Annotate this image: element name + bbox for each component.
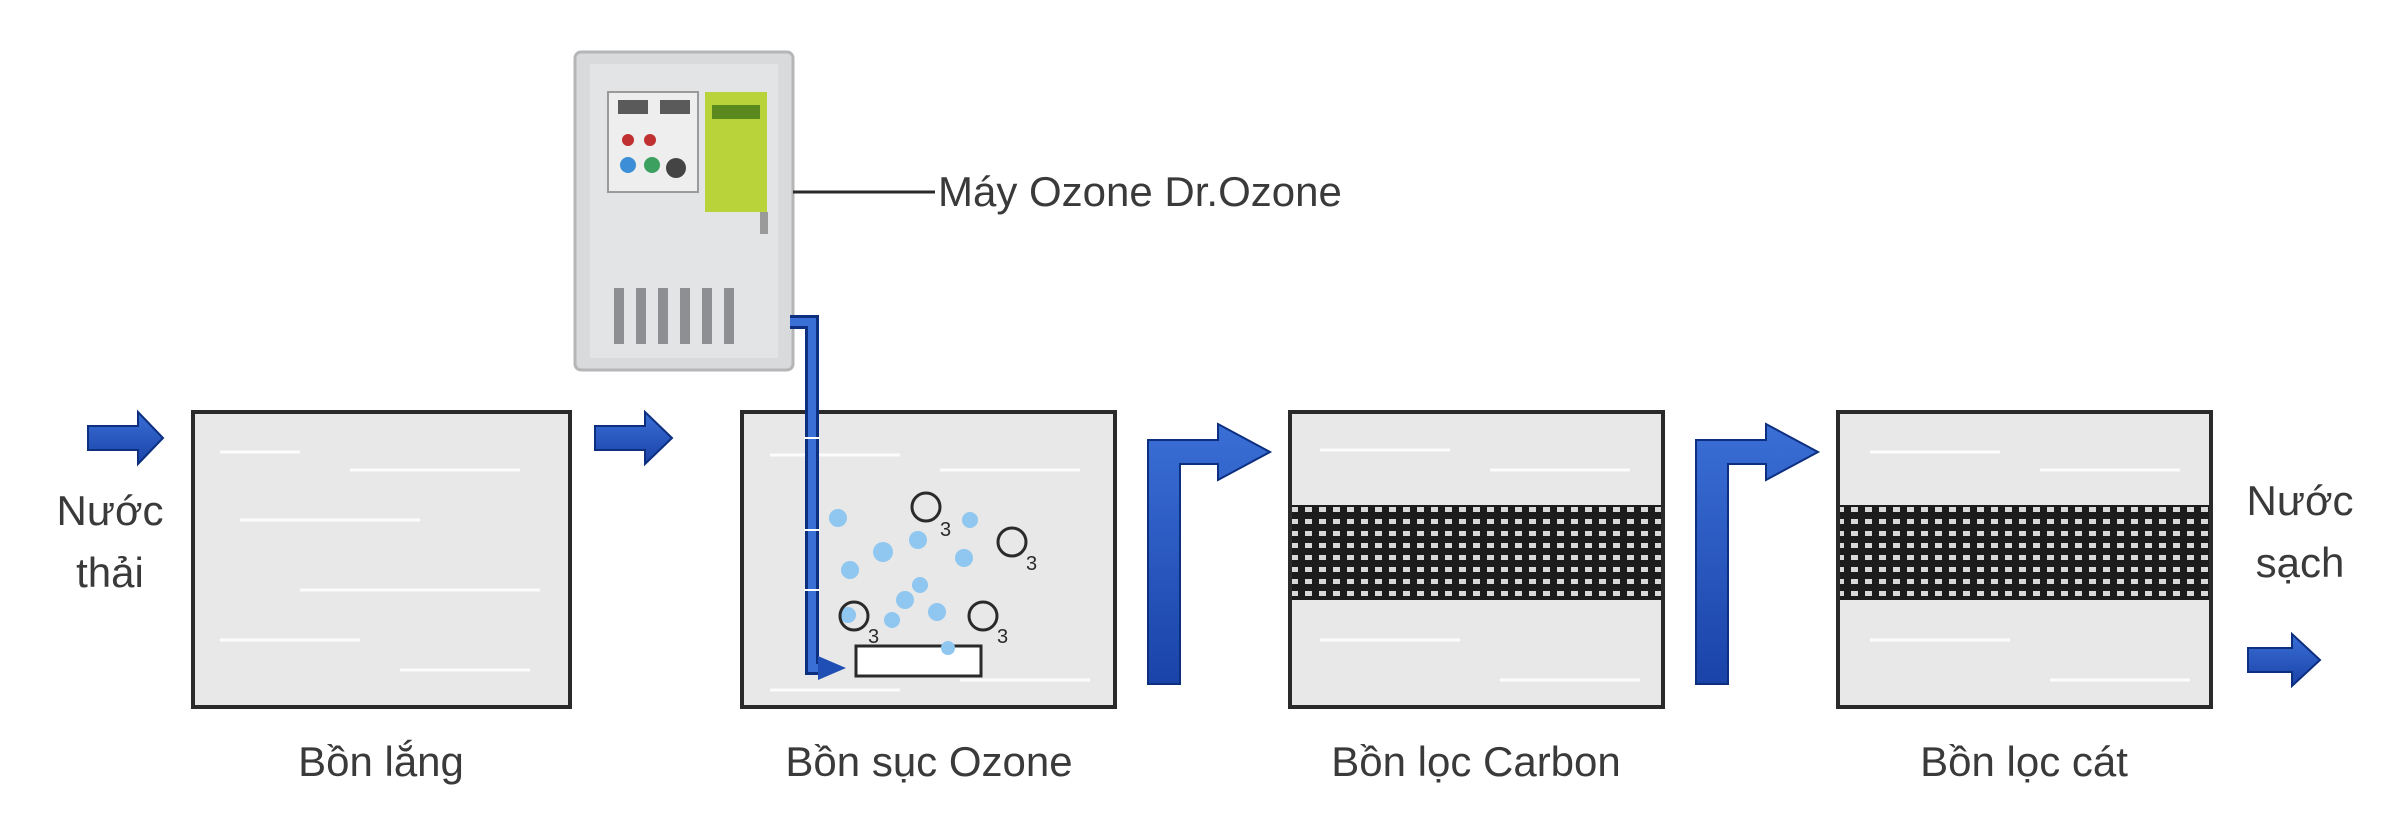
machine-vents — [614, 288, 734, 344]
ozone-subscript: 3 — [940, 519, 951, 541]
outlet-label-line1: Nước — [2246, 477, 2354, 524]
ozone-diffuser — [854, 644, 983, 678]
arrow-right-icon — [594, 409, 674, 467]
inlet-label-line1: Nước — [56, 487, 164, 534]
tank-label-sand: Bồn lọc cát — [1920, 738, 2128, 785]
flow-arrows — [87, 409, 2322, 689]
ozone-subscript: 3 — [997, 626, 1008, 648]
ozone-molecules — [838, 491, 1028, 632]
ozone-subscript: 3 — [868, 626, 879, 648]
ozone-machine — [573, 50, 795, 372]
tank-label-ozone: Bồn sục Ozone — [785, 738, 1073, 785]
outlet-arrow-icon — [2247, 631, 2322, 689]
elbow-arrow-icon — [1695, 422, 1821, 685]
elbow-arrow-icon — [1147, 422, 1273, 685]
sand-media — [1840, 505, 2209, 600]
tank-ozone-aeration — [740, 410, 1117, 709]
inlet-label: Nước thải — [40, 480, 180, 604]
tank-settling — [191, 410, 572, 709]
ozone-pipe — [790, 315, 846, 680]
tank-label-carbon: Bồn lọc Carbon — [1331, 738, 1621, 785]
ozone-bubbles — [829, 509, 978, 655]
machine-label: Máy Ozone Dr.Ozone — [938, 168, 1342, 215]
ozone-subscript: 3 — [1026, 553, 1037, 575]
outlet-label: Nước sạch — [2230, 470, 2370, 594]
outlet-label-line2: sạch — [2255, 539, 2345, 586]
tank-carbon-filter — [1288, 410, 1665, 709]
inlet-label-line2: thải — [76, 549, 144, 596]
carbon-media — [1292, 505, 1661, 600]
tank-sand-filter — [1836, 410, 2213, 709]
indicator-light-icon — [622, 134, 634, 146]
tank-label-settling: Bồn lắng — [298, 738, 464, 785]
inlet-arrow-icon — [87, 409, 165, 467]
